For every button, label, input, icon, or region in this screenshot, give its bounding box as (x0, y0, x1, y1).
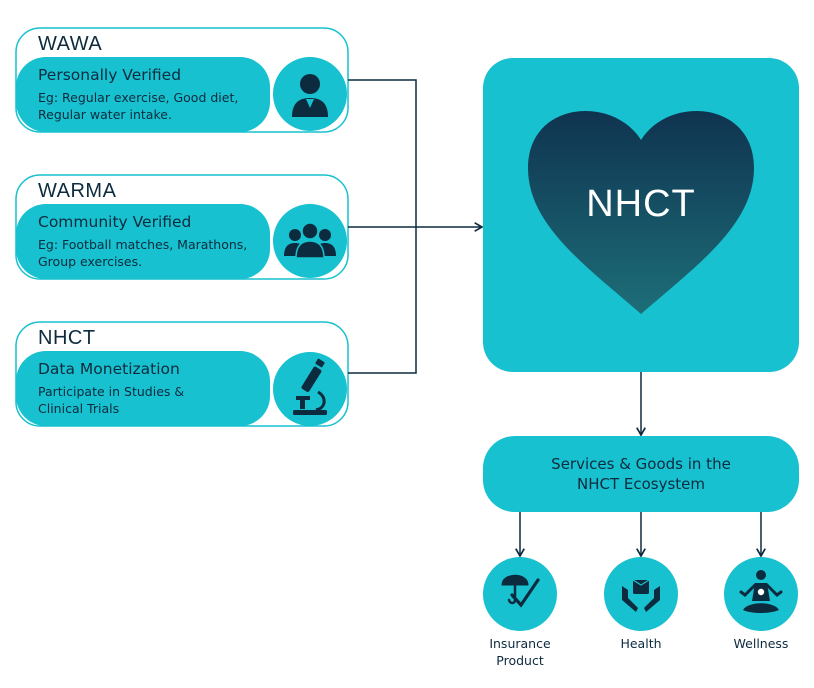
heart-shape (528, 111, 754, 314)
source-card-wawa (15, 27, 349, 133)
source-subtitle-personally-verified: Personally Verified (38, 66, 182, 84)
source-desc-line: Participate in Studies & (38, 384, 185, 399)
category-label-line: Health (620, 636, 662, 651)
services-label-line: Services & Goods in the (551, 455, 731, 473)
microscope-icon (293, 358, 327, 415)
category-arrows (515, 512, 766, 558)
heart-label: NHCT (586, 183, 696, 225)
services-label-line: NHCT Ecosystem (576, 475, 706, 493)
source-desc-nhct: Participate in Studies & Clinical Trials (38, 383, 278, 417)
meditation-icon (739, 570, 783, 613)
category-label-line: Wellness (733, 636, 789, 651)
source-desc-line: Group exercises. (38, 254, 143, 269)
hands-box-icon (622, 579, 660, 612)
source-subtitle-data-monetization: Data Monetization (38, 360, 180, 378)
category-label-line: Product (496, 653, 544, 668)
category-circle-insurance (483, 557, 557, 631)
person-icon (292, 74, 328, 117)
source-connectors (348, 79, 484, 374)
category-label-wellness: Wellness (706, 635, 814, 652)
category-label-insurance: Insurance Product (465, 635, 575, 669)
source-desc-line: Eg: Football matches, Marathons, (38, 237, 248, 252)
source-title-wawa: WAWA (38, 33, 103, 55)
source-desc-line: Regular water intake. (38, 107, 172, 122)
source-title-warma: WARMA (38, 180, 117, 202)
source-desc-line: Eg: Regular exercise, Good diet, (38, 90, 239, 105)
category-label-line: Insurance (489, 636, 551, 651)
services-label: Services & Goods in the NHCT Ecosystem (491, 454, 791, 494)
source-desc-wawa: Eg: Regular exercise, Good diet, Regular… (38, 89, 278, 123)
source-desc-line: Clinical Trials (38, 401, 120, 416)
source-desc-warma: Eg: Football matches, Marathons, Group e… (38, 236, 278, 270)
services-box (483, 436, 799, 512)
source-subtitle-community-verified: Community Verified (38, 213, 192, 231)
category-label-health: Health (586, 635, 696, 652)
umbrella-check-icon (501, 574, 540, 608)
group-icon (284, 222, 336, 259)
source-title-nhct: NHCT (38, 327, 96, 349)
